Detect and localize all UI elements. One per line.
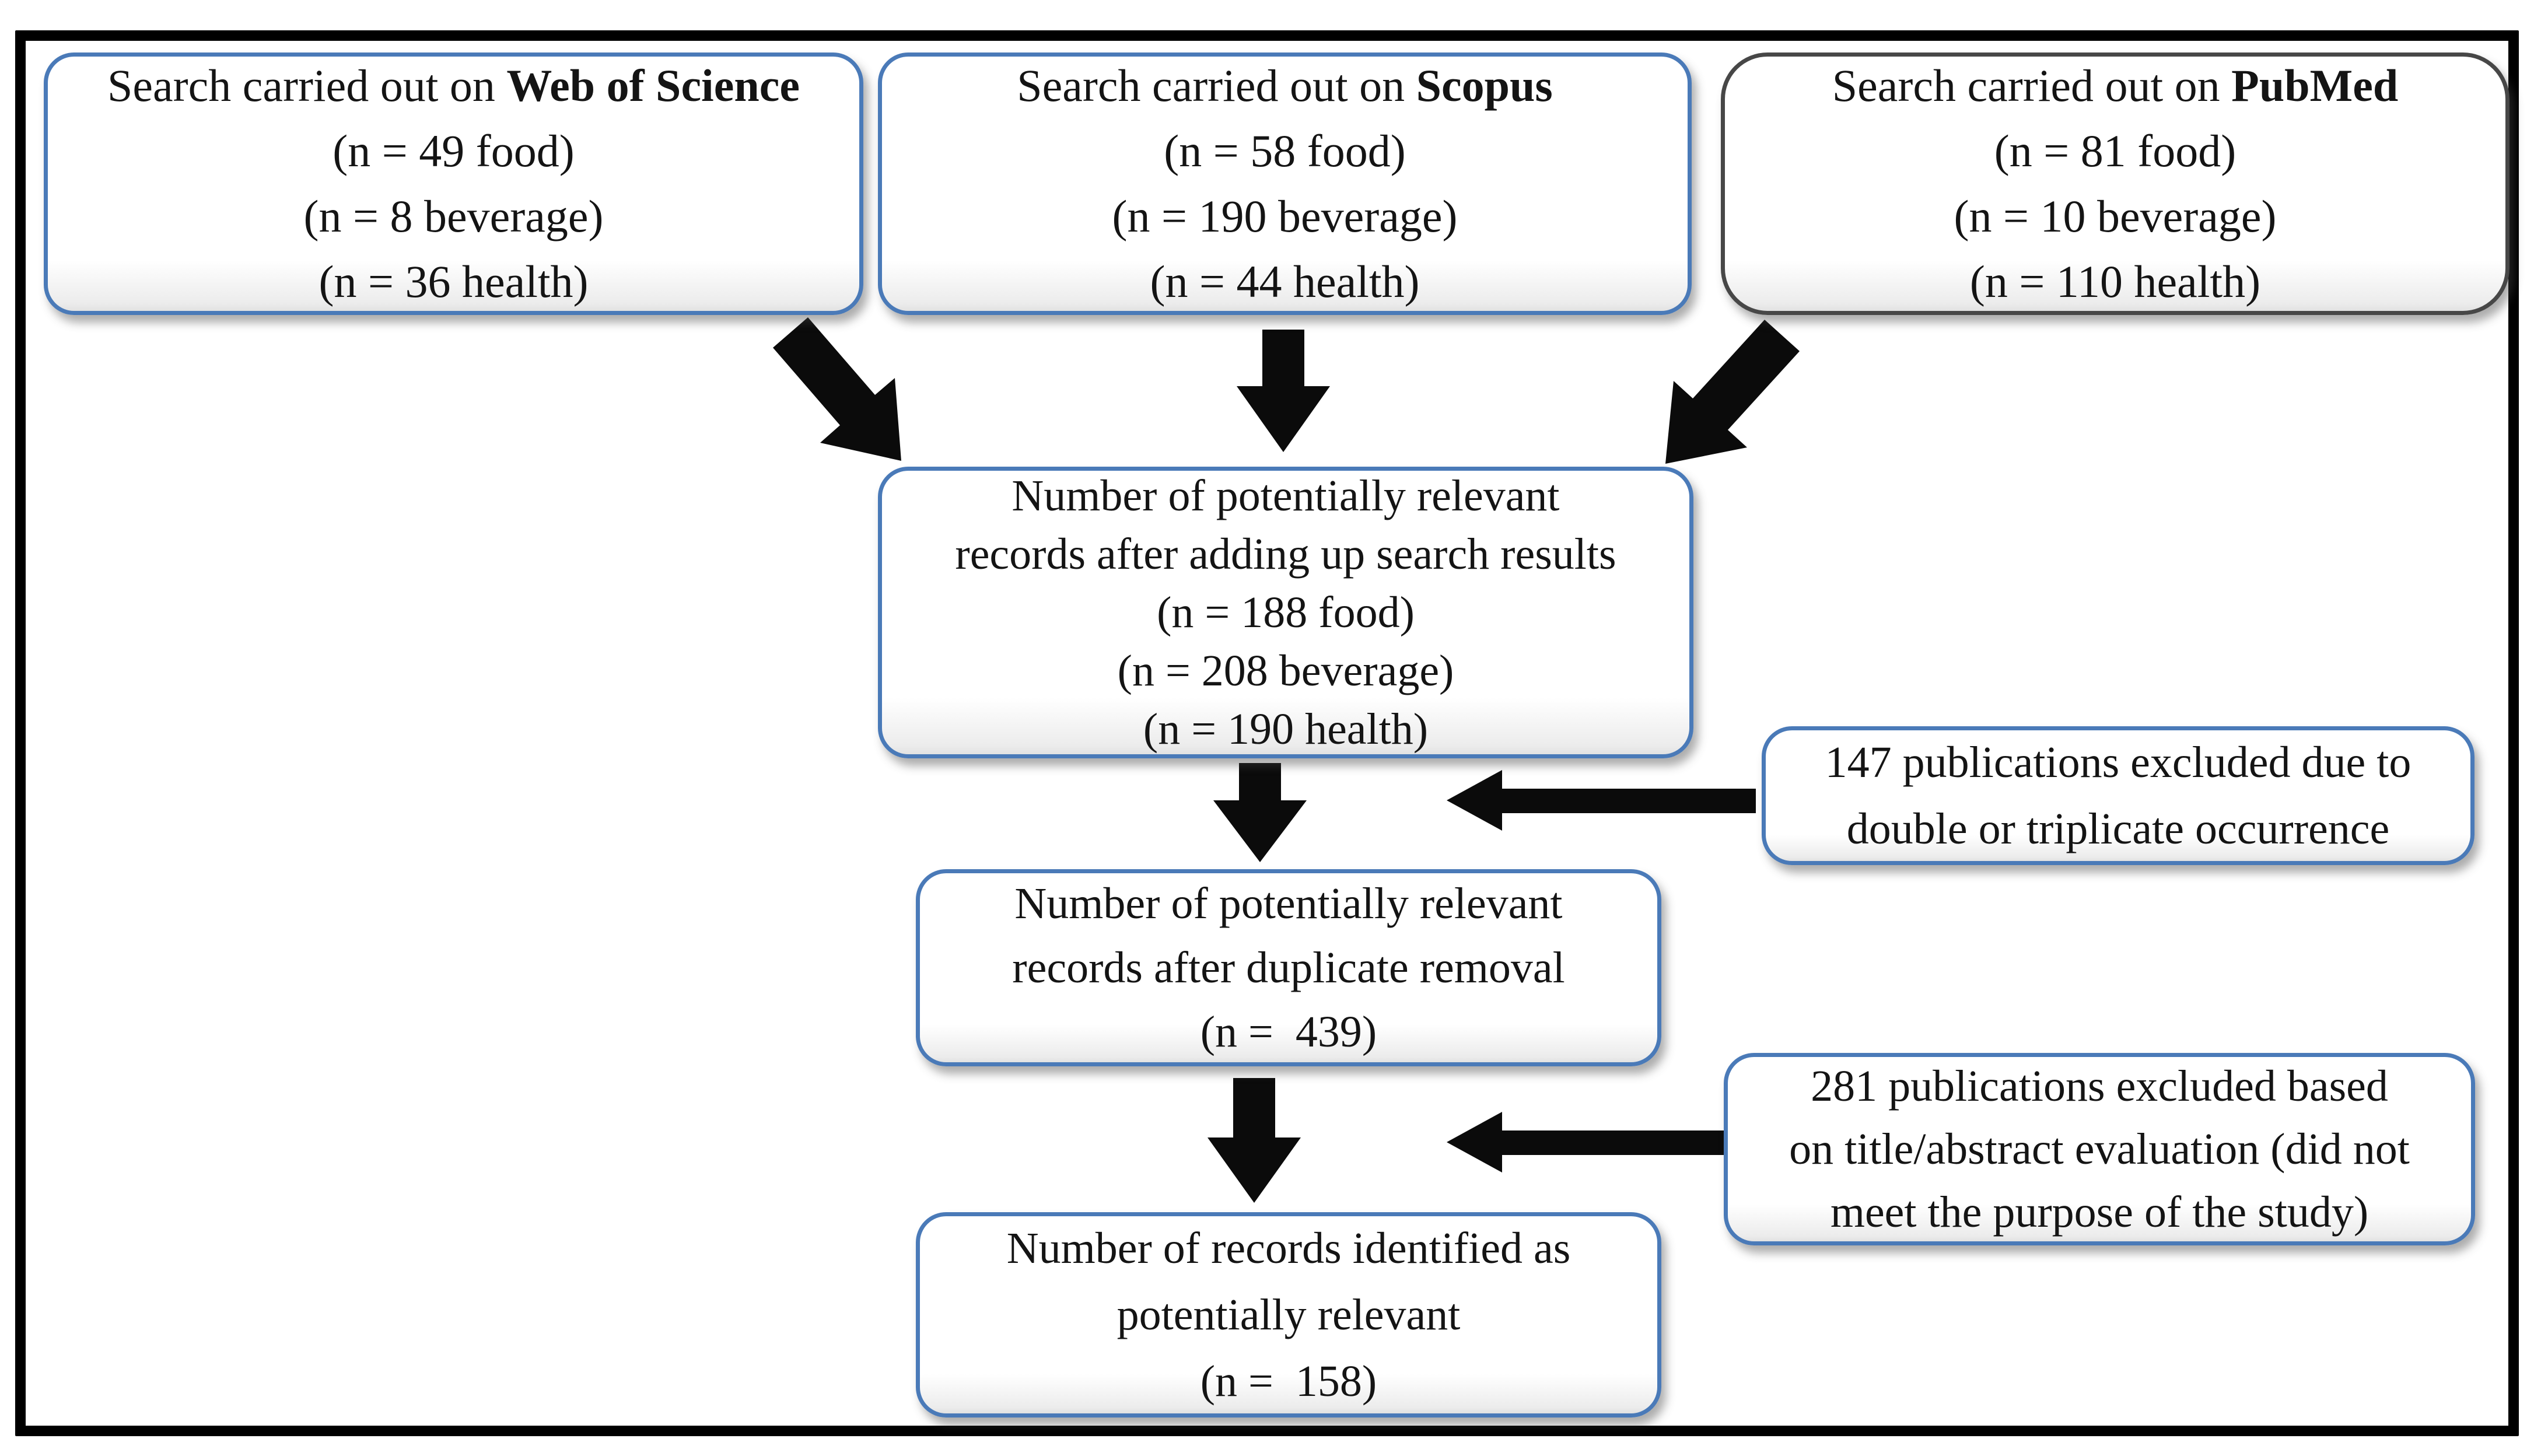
arrow-webofscience-to-combined-icon — [773, 317, 901, 461]
count-beverage: (n = 8 beverage) — [303, 191, 604, 242]
count-food: (n = 58 food) — [1164, 125, 1406, 176]
count-total: (n = 158) — [1200, 1357, 1377, 1406]
outer-frame — [15, 30, 2519, 1436]
count-beverage: (n = 208 beverage) — [1117, 646, 1454, 695]
box-records-after-adding-up: Number of potentially relevant records a… — [878, 467, 1693, 758]
box-title: Number of potentially relevant records a… — [1012, 879, 1565, 992]
box-title: Search carried out on Web of Science — [107, 60, 800, 111]
database-name: Web of Science — [506, 60, 800, 111]
box-excluded-title-abstract: 281 publications excluded based on title… — [1724, 1053, 2475, 1245]
arrow-excluded-screening-icon — [1447, 1112, 1730, 1172]
arrow-excluded-duplicates-icon — [1447, 770, 1756, 831]
arrow-dedup-to-identified-icon — [1208, 1078, 1301, 1203]
arrow-pubmed-to-combined-icon — [1665, 320, 1800, 464]
box-title: Number of records identified as potentia… — [1006, 1224, 1571, 1339]
arrow-scopus-to-combined-icon — [1237, 330, 1330, 452]
box-search-scopus: Search carried out on Scopus (n = 58 foo… — [878, 52, 1692, 315]
box-title: Search carried out on PubMed — [1832, 60, 2399, 111]
database-name: PubMed — [2231, 60, 2399, 111]
database-name: Scopus — [1416, 60, 1553, 111]
count-food: (n = 81 food) — [1994, 125, 2236, 176]
box-search-web-of-science: Search carried out on Web of Science (n … — [44, 52, 863, 315]
count-health: (n = 110 health) — [1969, 256, 2261, 307]
count-food: (n = 49 food) — [332, 125, 575, 176]
exclusion-text: 281 publications excluded based on title… — [1789, 1062, 2410, 1237]
count-total: (n = 439) — [1200, 1007, 1377, 1056]
count-beverage: (n = 190 beverage) — [1112, 191, 1458, 242]
box-title: Search carried out on Scopus — [1017, 60, 1553, 111]
arrow-combined-to-dedup-icon — [1213, 763, 1307, 862]
count-health: (n = 36 health) — [318, 256, 589, 307]
box-records-identified-relevant: Number of records identified as potentia… — [916, 1212, 1661, 1418]
box-title: Number of potentially relevant records a… — [955, 471, 1616, 579]
count-health: (n = 44 health) — [1150, 256, 1420, 307]
count-food: (n = 188 food) — [1157, 588, 1415, 637]
box-records-after-duplicate-removal: Number of potentially relevant records a… — [916, 869, 1661, 1066]
exclusion-text: 147 publications excluded due to double … — [1825, 738, 2412, 853]
box-excluded-duplicates: 147 publications excluded due to double … — [1762, 726, 2474, 865]
box-search-pubmed: Search carried out on PubMed (n = 81 foo… — [1721, 52, 2510, 315]
count-beverage: (n = 10 beverage) — [1954, 191, 2277, 242]
count-health: (n = 190 health) — [1143, 705, 1429, 754]
